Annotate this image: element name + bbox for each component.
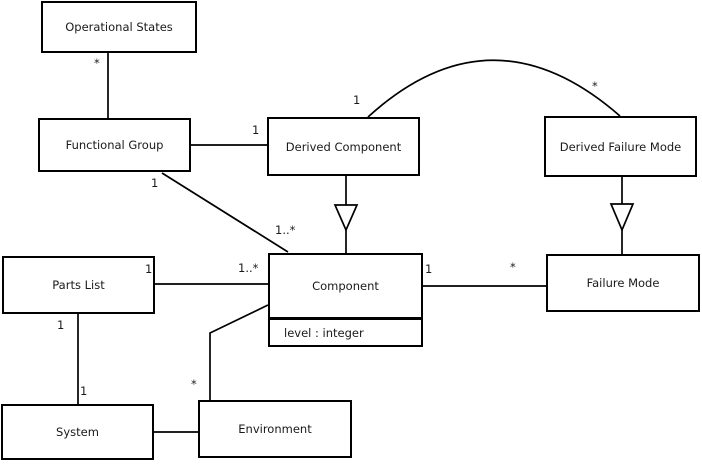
multiplicity-label: *	[94, 56, 100, 70]
class-label: Functional Group	[65, 138, 164, 152]
multiplicity-label: *	[510, 260, 516, 274]
multiplicity-label: 1..*	[275, 223, 296, 237]
multiplicity-label: 1..*	[238, 261, 259, 275]
class-system: System	[1, 404, 154, 460]
class-label: Failure Mode	[586, 276, 660, 290]
class-name-compartment: Component	[270, 255, 421, 317]
class-label: Environment	[238, 422, 312, 436]
generalization-triangle-icon	[609, 203, 635, 233]
edge-environment-component	[209, 304, 269, 400]
multiplicity-label: 1	[80, 384, 88, 398]
multiplicity-label: 1	[151, 176, 159, 190]
attribute-label: level : integer	[284, 325, 364, 340]
class-failure-mode: Failure Mode	[546, 254, 700, 312]
class-derived-component: Derived Component	[267, 117, 420, 176]
class-operational-states: Operational States	[41, 1, 197, 53]
class-attributes-compartment: level : integer	[270, 317, 421, 345]
generalization-triangle-icon	[333, 204, 359, 233]
class-functional-group: Functional Group	[38, 118, 191, 172]
class-label: System	[56, 425, 99, 439]
class-derived-failure-mode: Derived Failure Mode	[544, 116, 697, 177]
class-label: Derived Failure Mode	[559, 139, 682, 154]
multiplicity-label: 1	[252, 123, 260, 137]
multiplicity-label: 1	[425, 262, 433, 276]
class-component: Component level : integer	[268, 253, 423, 347]
class-label: Parts List	[52, 278, 105, 292]
class-environment: Environment	[198, 400, 352, 458]
edge-functional-group-component	[161, 172, 289, 253]
class-label: Operational States	[65, 20, 173, 34]
edge-derived-component-derived-failure-mode	[367, 59, 621, 118]
multiplicity-label: *	[592, 79, 598, 93]
class-label: Component	[312, 279, 379, 293]
class-label: Derived Component	[285, 139, 402, 154]
multiplicity-label: *	[191, 377, 197, 391]
multiplicity-label: 1	[145, 262, 153, 276]
multiplicity-label: 1	[57, 318, 65, 332]
multiplicity-label: 1	[353, 93, 361, 107]
class-parts-list: Parts List	[2, 256, 155, 314]
